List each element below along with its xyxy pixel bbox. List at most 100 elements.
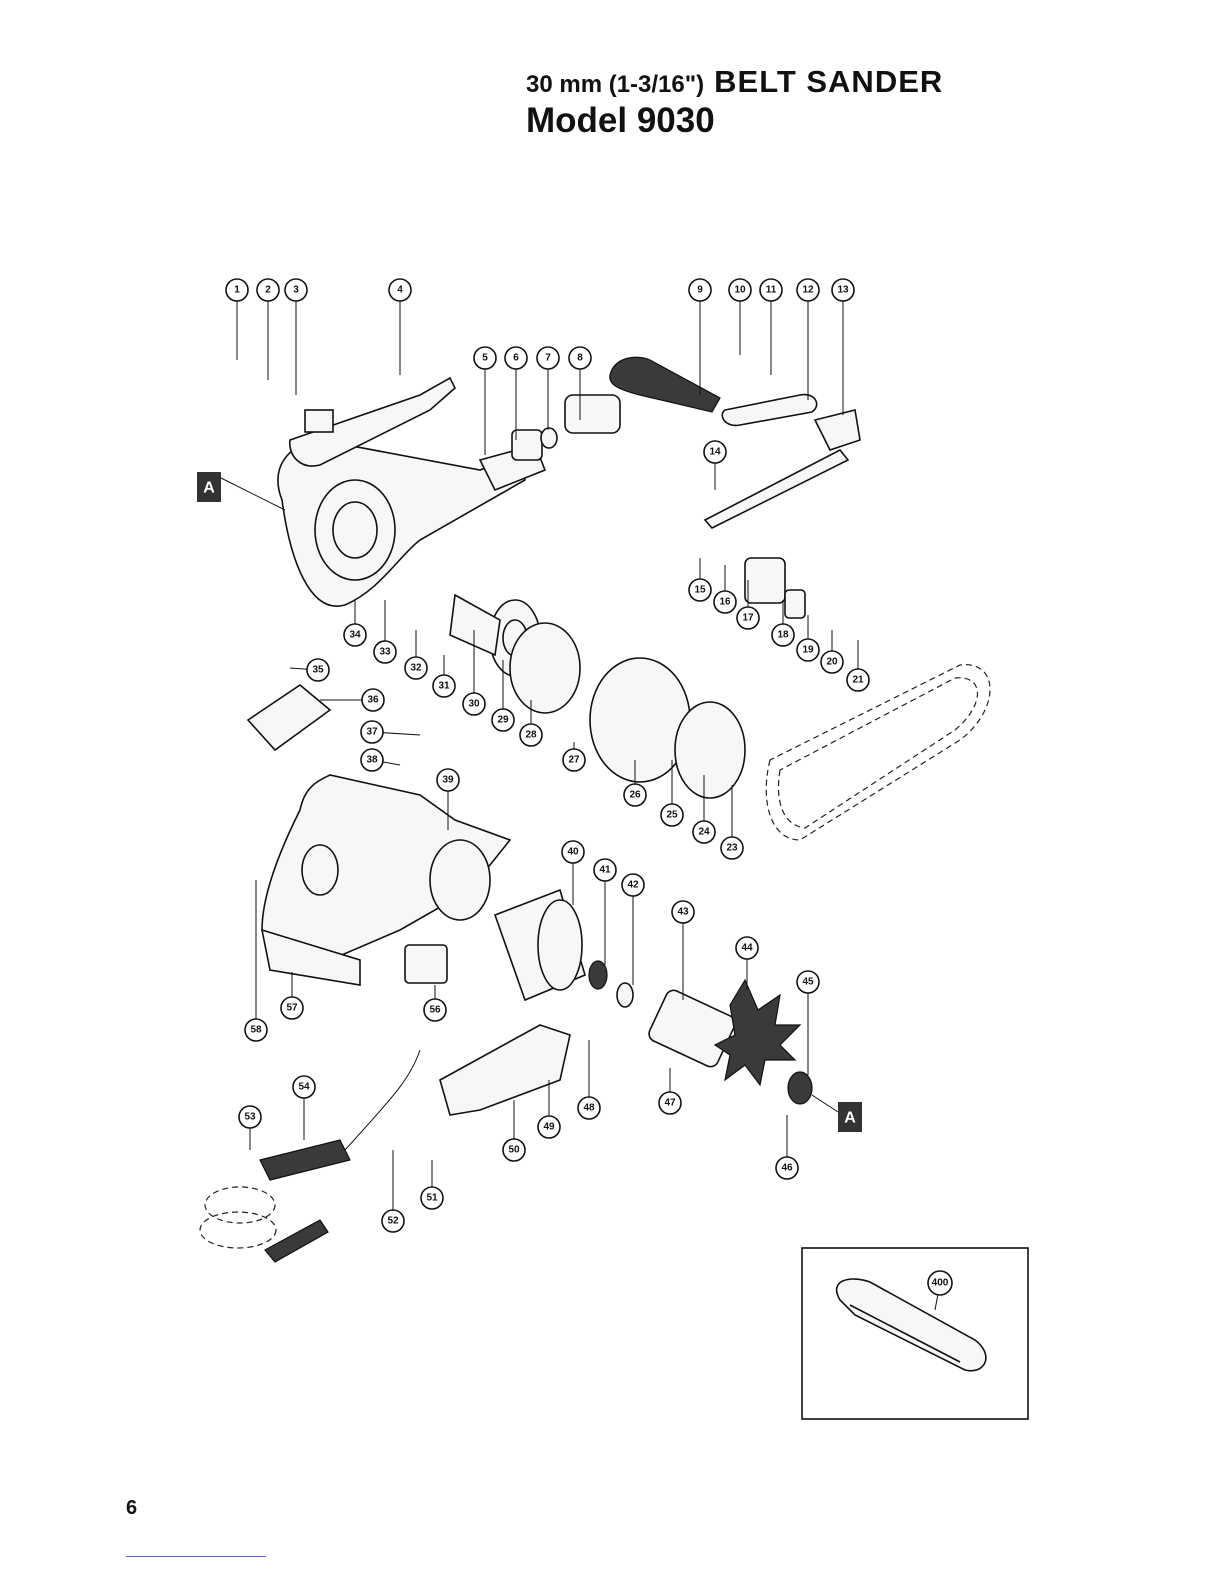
svg-text:16: 16 [719, 597, 731, 608]
svg-text:11: 11 [766, 285, 777, 296]
svg-text:400: 400 [932, 1278, 949, 1289]
callout-40: 40 [562, 841, 584, 905]
svg-text:38: 38 [366, 755, 378, 766]
svg-text:44: 44 [741, 943, 753, 954]
svg-text:14: 14 [709, 447, 721, 458]
svg-text:6: 6 [513, 353, 519, 364]
svg-text:39: 39 [442, 775, 454, 786]
callout-11: 11 [760, 279, 782, 375]
lever-arm-illustration [705, 395, 860, 528]
switch-illustration [405, 945, 447, 983]
svg-text:3: 3 [293, 285, 299, 296]
svg-text:31: 31 [438, 681, 450, 692]
callout-16: 16 [714, 565, 736, 613]
svg-text:28: 28 [525, 730, 537, 741]
callout-34: 34 [344, 600, 366, 646]
inset-belt-box [802, 1248, 1028, 1419]
svg-text:2: 2 [265, 285, 271, 296]
callout-54: 54 [293, 1076, 315, 1140]
svg-text:47: 47 [664, 1098, 676, 1109]
svg-text:40: 40 [567, 847, 579, 858]
svg-text:19: 19 [802, 645, 814, 656]
callout-14: 14 [704, 441, 726, 490]
svg-text:56: 56 [429, 1005, 441, 1016]
svg-text:8: 8 [577, 353, 583, 364]
svg-text:A: A [844, 1110, 856, 1127]
svg-text:53: 53 [244, 1112, 256, 1123]
callout-50: 50 [503, 1100, 525, 1161]
svg-text:4: 4 [397, 285, 403, 296]
svg-text:33: 33 [379, 647, 391, 658]
callout-57: 57 [281, 972, 303, 1019]
svg-text:36: 36 [367, 695, 379, 706]
callout-44: 44 [736, 937, 758, 990]
svg-text:A: A [203, 480, 215, 497]
svg-text:32: 32 [410, 663, 422, 674]
callout-35: 35 [290, 659, 329, 681]
callout-58: 58 [245, 880, 267, 1041]
callout-21: 21 [847, 640, 869, 691]
svg-text:20: 20 [826, 657, 838, 668]
section-marker-a-right: A [812, 1095, 862, 1132]
svg-text:46: 46 [781, 1163, 793, 1174]
callout-33: 33 [374, 600, 396, 663]
svg-text:18: 18 [777, 630, 789, 641]
callout-19: 19 [797, 615, 819, 661]
motor-housing-illustration [262, 775, 510, 985]
callout-56: 56 [424, 985, 446, 1021]
svg-text:37: 37 [366, 727, 378, 738]
svg-text:54: 54 [298, 1082, 310, 1093]
label-plate-illustration [248, 685, 330, 750]
callout-41: 41 [594, 859, 616, 965]
callout-49: 49 [538, 1080, 560, 1138]
svg-text:15: 15 [694, 585, 706, 596]
svg-text:1: 1 [234, 285, 240, 296]
svg-text:57: 57 [286, 1003, 298, 1014]
callout-10: 10 [729, 279, 751, 355]
callout-4: 4 [389, 279, 411, 375]
svg-text:43: 43 [677, 907, 689, 918]
svg-text:13: 13 [837, 285, 849, 296]
svg-text:25: 25 [666, 810, 678, 821]
callout-12: 12 [797, 279, 819, 400]
callout-7: 7 [537, 347, 559, 430]
callout-48: 48 [578, 1040, 600, 1119]
svg-text:26: 26 [629, 790, 641, 801]
callout-32: 32 [405, 630, 427, 679]
callout-27: 27 [563, 742, 585, 771]
svg-text:29: 29 [497, 715, 509, 726]
callout-6: 6 [505, 347, 527, 440]
callout-45: 45 [797, 971, 819, 1075]
svg-text:58: 58 [250, 1025, 262, 1036]
svg-text:52: 52 [387, 1216, 399, 1227]
callout-1: 1 [226, 279, 248, 360]
callout-46: 46 [776, 1115, 798, 1179]
callout-53: 53 [239, 1106, 261, 1150]
svg-text:24: 24 [698, 827, 710, 838]
callout-15: 15 [689, 558, 711, 601]
svg-text:5: 5 [482, 353, 488, 364]
svg-text:12: 12 [802, 285, 814, 296]
callout-23: 23 [721, 785, 743, 859]
svg-text:21: 21 [852, 675, 864, 686]
callout-3: 3 [285, 279, 307, 395]
sanding-belt-illustration [766, 665, 990, 840]
callout-31: 31 [433, 655, 455, 697]
svg-text:7: 7 [545, 353, 551, 364]
callout-37: 37 [361, 721, 420, 743]
svg-text:41: 41 [599, 865, 611, 876]
callout-13: 13 [832, 279, 854, 415]
svg-text:9: 9 [697, 285, 703, 296]
callout-47: 47 [659, 1068, 681, 1114]
callout-52: 52 [382, 1150, 404, 1232]
svg-text:27: 27 [568, 755, 580, 766]
page-number: 6 [126, 1497, 137, 1520]
svg-text:35: 35 [312, 665, 324, 676]
svg-text:34: 34 [349, 630, 361, 641]
drive-pulley-illustration [450, 595, 745, 798]
spring-assembly-illustration [512, 395, 805, 618]
svg-text:10: 10 [734, 285, 746, 296]
callout-51: 51 [421, 1160, 443, 1209]
armature-illustration [646, 980, 812, 1104]
